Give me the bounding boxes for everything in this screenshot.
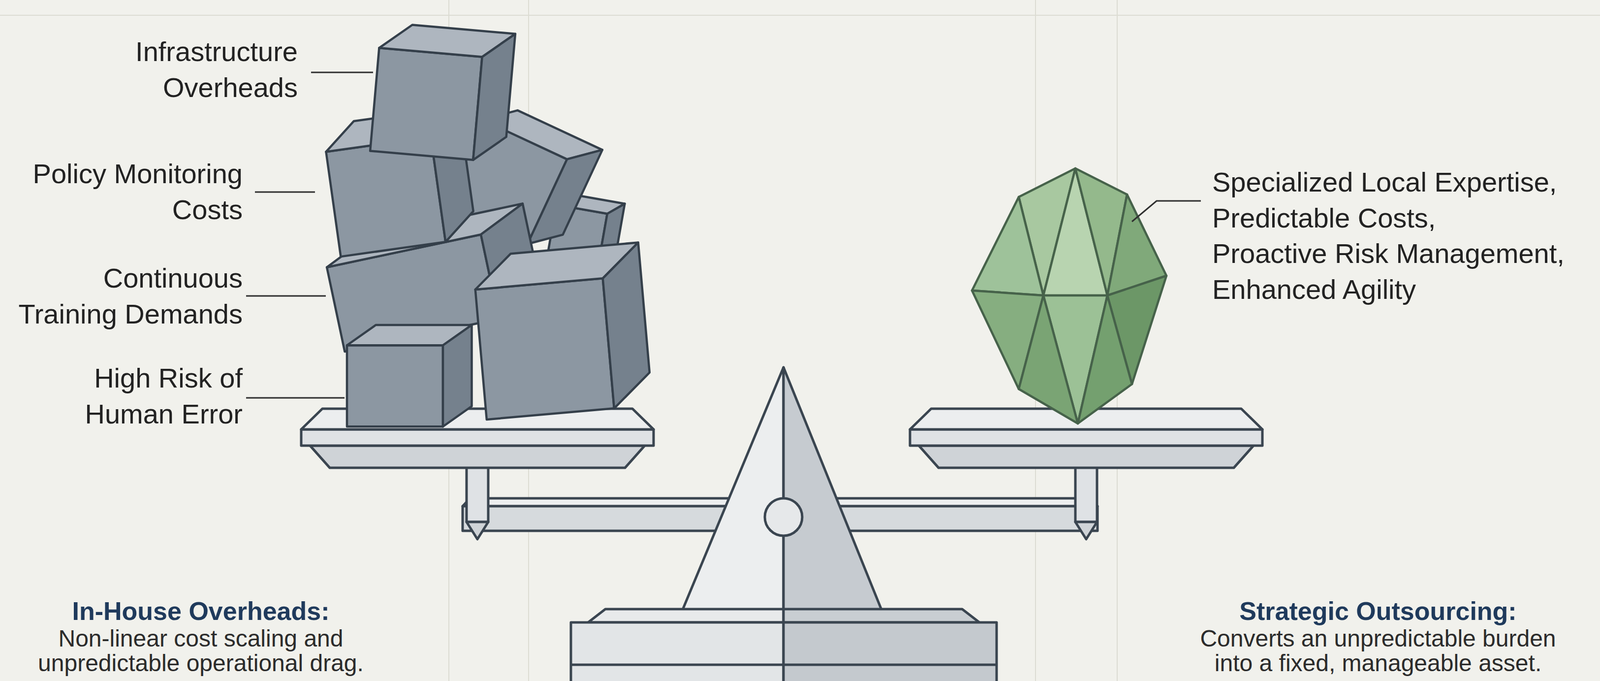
- leader-line: [311, 71, 374, 74]
- right-post-tip: [1075, 521, 1098, 539]
- cube-stack: [322, 22, 653, 427]
- benefit-item: Enhanced Agility: [1212, 271, 1416, 308]
- base-top-left: [588, 608, 784, 623]
- leader-line: [246, 295, 326, 297]
- base-front-left: [570, 622, 784, 681]
- benefit-item: Specialized Local Expertise,: [1212, 163, 1557, 200]
- cube: [472, 242, 653, 420]
- section-heading: Strategic Outsourcing:: [1186, 596, 1570, 626]
- leader-lines: [246, 72, 1201, 398]
- leader-line: [1131, 200, 1201, 222]
- leader-line: [246, 397, 345, 399]
- pillar-left-face: [681, 367, 784, 612]
- left-post: [466, 460, 489, 522]
- benefit-item: Predictable Costs,: [1212, 199, 1436, 236]
- callout-label: Continuous Training Demands: [11, 259, 243, 332]
- grid-line: [0, 14, 1600, 16]
- right-pan-rim: [909, 429, 1263, 446]
- cube: [346, 324, 472, 427]
- pivot: [764, 498, 803, 536]
- gem-facet: [972, 196, 1044, 296]
- leader-line: [254, 191, 315, 193]
- gem-facet: [1018, 295, 1078, 424]
- left-pan-under: [310, 445, 645, 468]
- left-pan-rim: [301, 429, 654, 446]
- benefit-item: Proactive Risk Management,: [1212, 235, 1565, 272]
- section-description: Converts an unpredictable burden into a …: [1186, 626, 1570, 676]
- callout-label: Infrastructure Overheads: [66, 33, 298, 106]
- gem: [972, 168, 1167, 424]
- right-pan-under: [918, 445, 1254, 468]
- base-top-right: [783, 608, 980, 623]
- callout-label: High Risk of Human Error: [11, 359, 243, 432]
- right-post: [1075, 460, 1098, 522]
- gem-facet: [1077, 295, 1132, 424]
- left-post-tip: [466, 521, 489, 539]
- cube: [370, 22, 516, 163]
- base-edge: [570, 663, 997, 666]
- pillar-right-face: [783, 367, 883, 612]
- base-front-right: [783, 622, 997, 681]
- section-description: Non-linear cost scaling and unpredictabl…: [28, 626, 374, 676]
- section-heading: In-House Overheads:: [28, 596, 374, 626]
- callout-label: Policy Monitoring Costs: [11, 155, 243, 228]
